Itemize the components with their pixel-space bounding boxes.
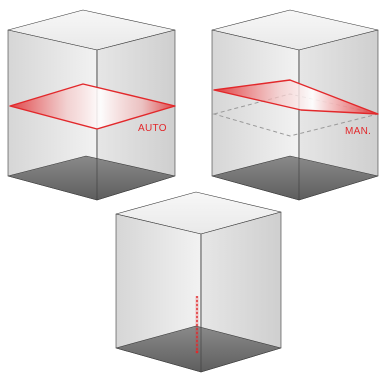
panel-plumb: [115, 191, 282, 373]
floor: [115, 325, 282, 373]
laser-plane: [9, 83, 176, 130]
mode-label-manual: MAN.: [345, 126, 371, 137]
floor: [211, 155, 379, 201]
room-box: [115, 191, 282, 373]
plumb-point: [195, 350, 199, 354]
panel-auto: AUTO: [7, 9, 176, 201]
panel-manual: MAN.: [211, 9, 379, 201]
mode-label-auto: AUTO: [138, 123, 167, 134]
floor: [7, 155, 176, 201]
laser-plane-tilted: [213, 79, 379, 115]
room-box: [211, 9, 379, 201]
